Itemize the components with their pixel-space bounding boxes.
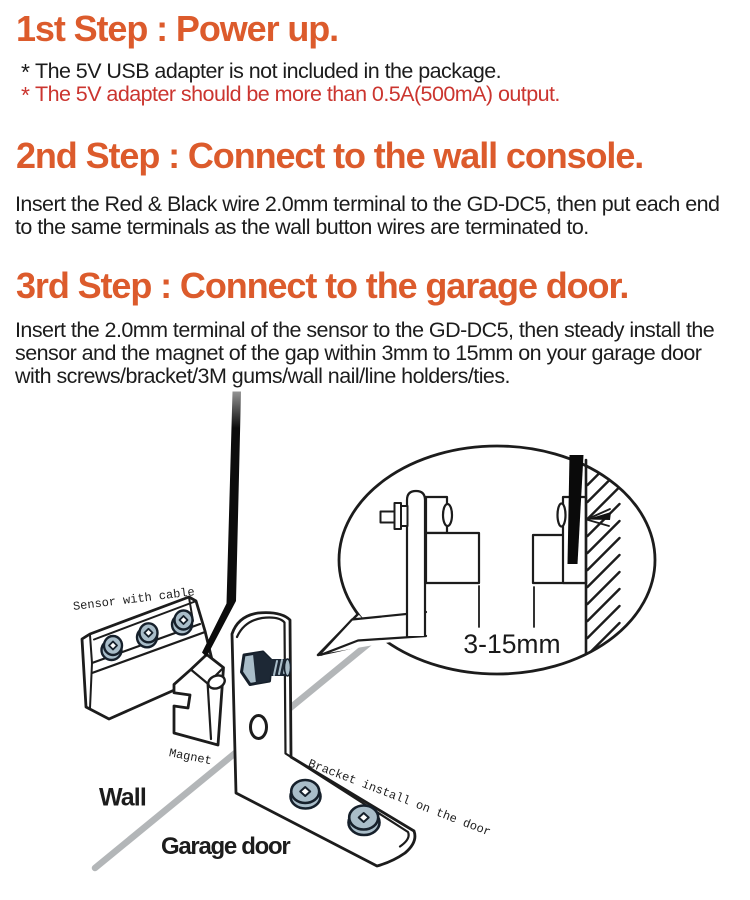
svg-text:Wall: Wall: [99, 784, 146, 812]
svg-text:3-15mm: 3-15mm: [463, 629, 560, 659]
svg-text:Garage door: Garage door: [161, 833, 290, 860]
svg-text:Magnet: Magnet: [168, 746, 213, 768]
